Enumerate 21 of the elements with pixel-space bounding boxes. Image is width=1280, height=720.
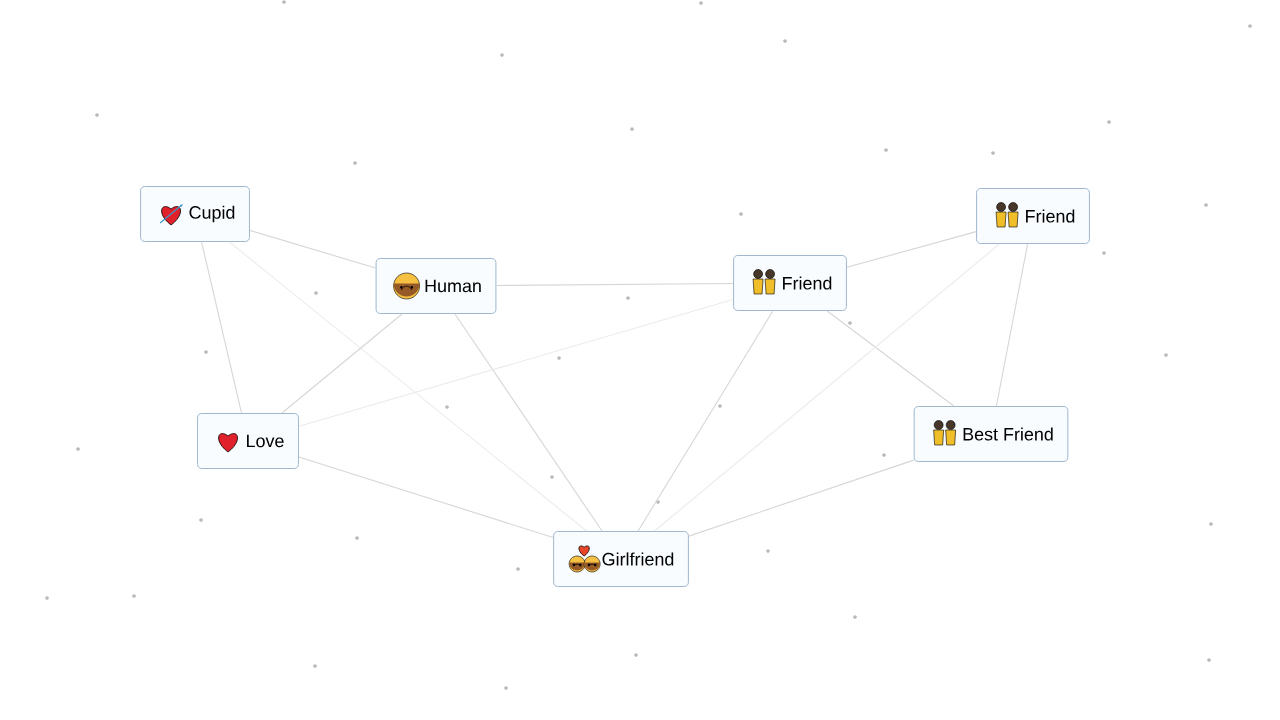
item-box: Best Friend [913, 406, 1069, 462]
connector-line [637, 310, 774, 532]
connector-line [298, 298, 734, 427]
connector-line [654, 243, 1000, 532]
connector-line [995, 243, 1029, 407]
connector-line [281, 313, 403, 414]
item-box: Cupid [140, 186, 250, 242]
item-box: Love [197, 413, 299, 469]
item-box: Friend [733, 255, 847, 311]
connector-line [846, 231, 977, 268]
connector-line [495, 282, 734, 287]
connector-line [454, 313, 603, 532]
connector-line [249, 229, 377, 269]
item-box: Human [375, 258, 497, 314]
connector-line [688, 459, 915, 537]
connector-line [298, 456, 554, 539]
connector-line [826, 310, 955, 407]
connector-line [228, 241, 588, 532]
item-box: Friend [976, 188, 1090, 244]
connector-line [201, 241, 243, 414]
item-box: Girlfriend [553, 531, 689, 587]
